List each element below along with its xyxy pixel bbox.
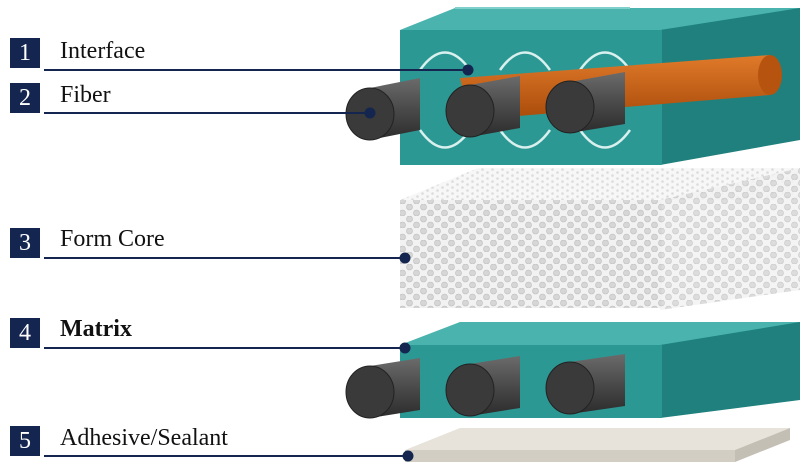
callout-label-interface: Interface xyxy=(60,38,146,64)
leader-dot-1 xyxy=(462,64,474,76)
callout-label-fiber: Fiber xyxy=(60,82,111,108)
callout-label-matrix: Matrix xyxy=(60,316,132,342)
callout-number-1: 1 xyxy=(10,38,40,68)
callout-label-form-core: Form Core xyxy=(60,226,165,252)
callout-number-5: 5 xyxy=(10,426,40,456)
lower-fibers xyxy=(345,354,625,419)
callout-label-adhesive-sealant: Adhesive/Sealant xyxy=(60,425,228,451)
upper-fibers xyxy=(345,72,625,141)
leader-dot-4 xyxy=(399,342,411,354)
lower-matrix-block xyxy=(400,322,800,418)
leader-dot-2 xyxy=(364,107,376,119)
callout-number-2: 2 xyxy=(10,83,40,113)
adhesive-sheet xyxy=(405,428,790,462)
leader-lines xyxy=(44,64,474,462)
leader-dot-5 xyxy=(402,450,414,462)
callout-number-4: 4 xyxy=(10,318,40,348)
foam-core-block xyxy=(400,168,800,310)
leader-dot-3 xyxy=(399,252,411,264)
callout-number-3: 3 xyxy=(10,228,40,258)
